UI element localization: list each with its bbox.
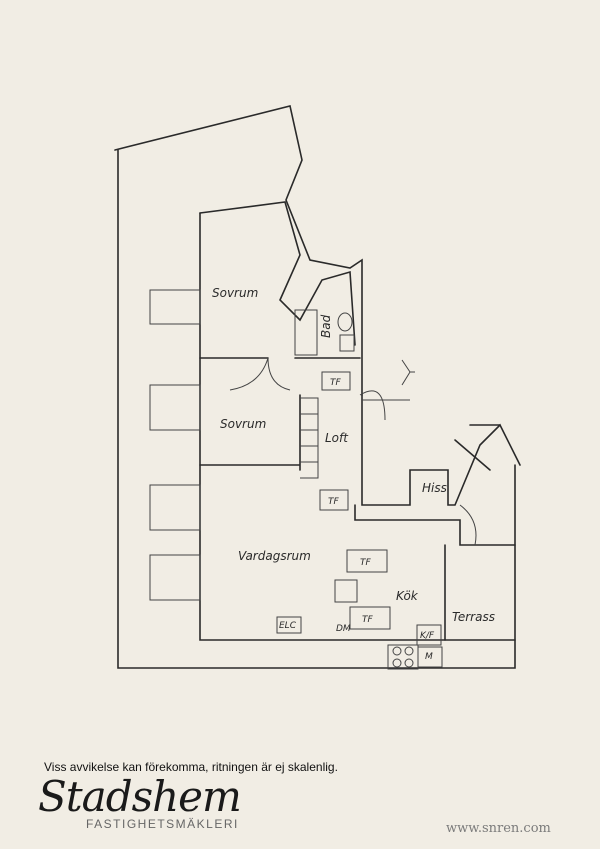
room-bad: Bad [319,314,333,338]
oven [334,579,358,603]
fixture-elc: ELC [279,621,297,631]
fixture-tf: TF [328,497,339,507]
room-hiss: Hiss [422,481,447,495]
room-loft: Loft [325,431,349,445]
windows [149,289,201,601]
disclaimer: Viss avvikelse kan förekomma, ritningen … [44,760,338,774]
room-sovrum-2: Sovrum [220,417,266,431]
fixture-tf: TF [360,558,371,568]
room-labels: Sovrum Bad Sovrum Loft Hiss Vardagsrum K… [212,286,495,662]
stove [387,644,419,670]
entrance-arrow-icon [401,359,415,386]
logo-subtitle: FASTIGHETSMÄKLERI [86,817,239,831]
fixture-dm: DM [336,624,351,634]
logo: Stadshem [38,772,242,821]
bathtub [294,309,318,356]
room-sovrum-1: Sovrum [212,286,258,300]
fixture-kf: K/F [420,631,435,641]
sink [339,334,355,352]
fixture-tf: TF [330,378,341,388]
fixture-m: M [425,652,433,662]
room-vardagsrum: Vardagsrum [238,549,311,563]
toilet [337,312,353,332]
stairs [300,397,319,479]
fixtures-drawing [276,309,443,670]
room-kok: Kök [396,589,419,603]
room-terrass: Terrass [452,610,495,624]
fixture-tf: TF [362,615,373,625]
watermark: www.snren.com [446,821,551,836]
walls [114,105,521,669]
